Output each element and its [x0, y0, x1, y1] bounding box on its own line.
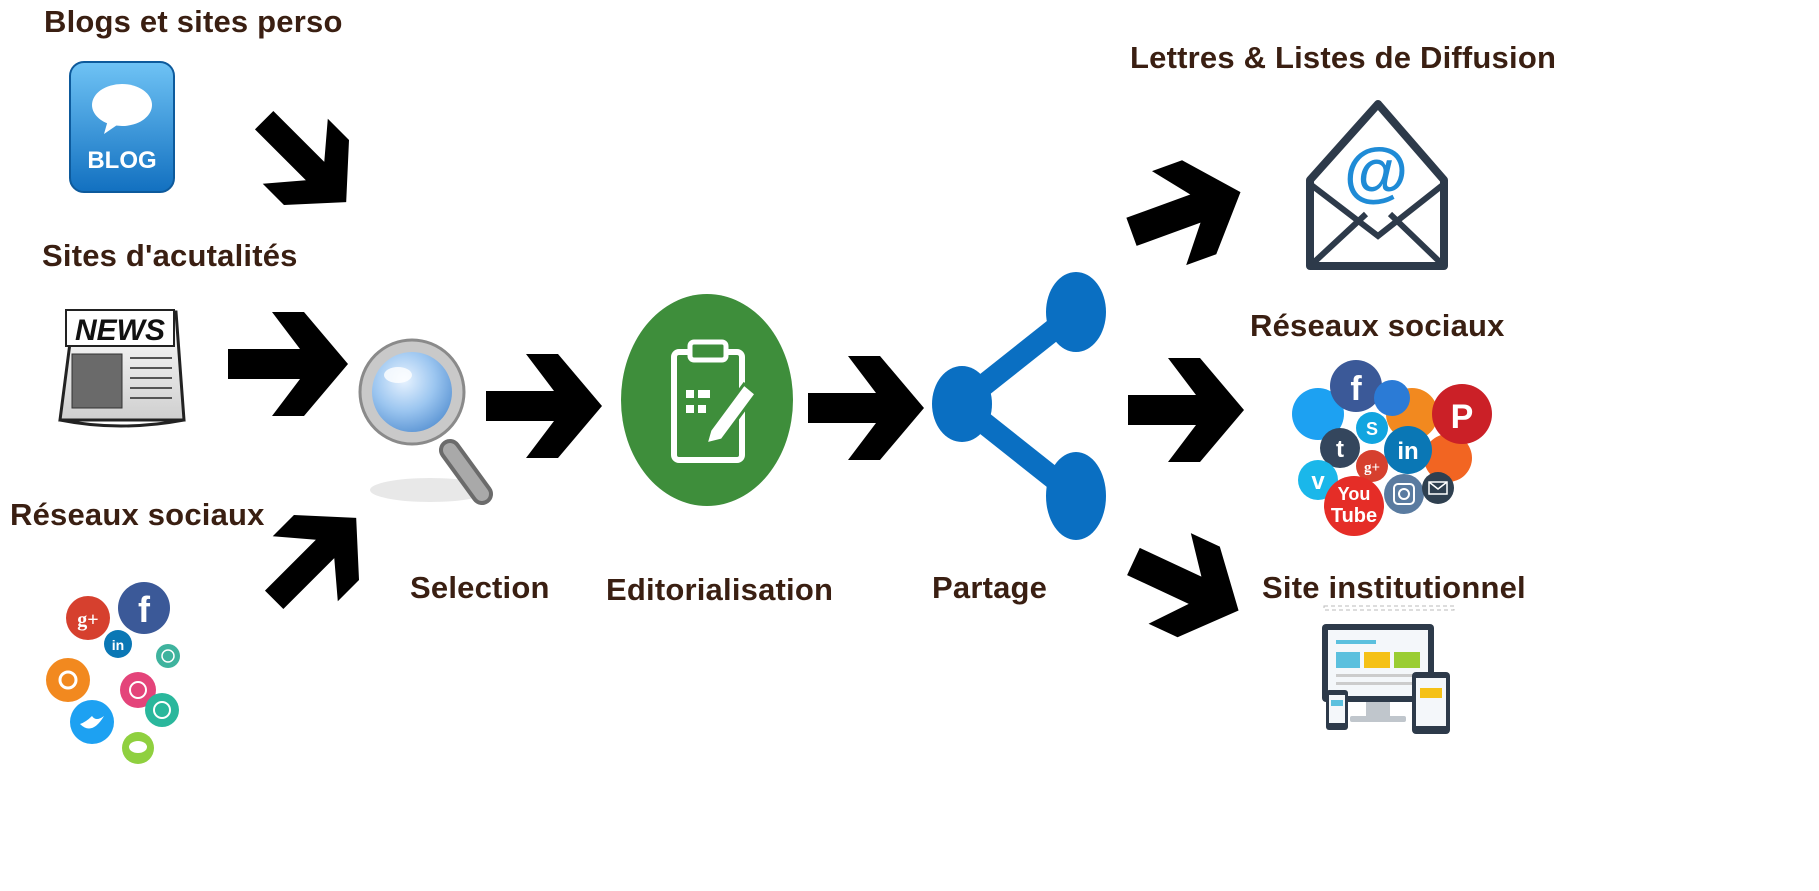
svg-text:f: f: [1350, 370, 1362, 408]
source-blogs-title: Blogs et sites perso: [44, 4, 343, 39]
output-social-title: Réseaux sociaux: [1250, 308, 1505, 343]
svg-text:v: v: [1311, 468, 1325, 495]
svg-text:f: f: [138, 589, 151, 630]
svg-text:t: t: [1336, 436, 1344, 463]
skype-icon: [1356, 412, 1388, 444]
mail-at-icon: @: [1306, 100, 1448, 270]
vimeo-icon: [1298, 460, 1338, 500]
blog-icon-text: BLOG: [87, 147, 156, 174]
dribbble-icon: [120, 672, 156, 708]
arrow-sharing-to-social: [1128, 358, 1244, 462]
blog-icon: BLOG: [69, 61, 175, 193]
youtube-icon: [1324, 476, 1384, 536]
google-plus-icon-right: [1356, 450, 1388, 482]
arrow-sharing-to-newsletters: [1126, 160, 1241, 266]
svg-text:Tube: Tube: [1331, 505, 1377, 527]
arrow-news-to-selection: [228, 312, 348, 416]
source-social-title: Réseaux sociaux: [10, 497, 265, 532]
output-site-title: Site institutionnel: [1262, 570, 1526, 605]
facebook-icon: [118, 582, 170, 634]
instagram-icon: [1384, 474, 1424, 514]
svg-text:@: @: [1344, 134, 1408, 208]
vimeo-orange-icon: [1424, 434, 1472, 482]
rss-icon: [46, 658, 90, 702]
social-icons-cluster-right: f P S t in g+ v You Tube: [1292, 360, 1492, 536]
myspace-icon: [1374, 380, 1410, 416]
pinterest-icon: [145, 693, 179, 727]
output-newsletters-title: Lettres & Listes de Diffusion: [1130, 40, 1557, 75]
google-plus-icon: [66, 596, 110, 640]
social-icons-cluster-left: f g+ in: [46, 582, 180, 764]
globe-icon: [156, 644, 180, 668]
linkedin-icon-right: [1384, 426, 1432, 474]
newspaper-icon-text: NEWS: [75, 314, 165, 347]
linkedin-icon: [104, 630, 132, 658]
svg-text:g+: g+: [1364, 460, 1380, 476]
clipboard-edit-icon: [621, 294, 793, 506]
arrow-editorial-to-sharing: [808, 356, 924, 460]
svg-text:in: in: [112, 637, 124, 653]
step-editorial-label: Editorialisation: [606, 572, 834, 607]
facebook-icon-right: [1330, 360, 1382, 412]
svg-text:You: You: [1338, 484, 1371, 504]
arrow-sharing-to-site: [1127, 533, 1239, 638]
arrow-blog-to-selection: [254, 110, 350, 206]
responsive-devices-icon: [1322, 605, 1455, 734]
svg-text:P: P: [1451, 398, 1474, 436]
arrow-social-to-selection: [264, 514, 360, 610]
email-icon-right: [1422, 472, 1454, 504]
svg-text:g+: g+: [77, 609, 98, 631]
newspaper-icon: NEWS: [58, 309, 186, 428]
step-selection-label: Selection: [410, 570, 550, 605]
svg-text:in: in: [1397, 438, 1418, 465]
svg-text:S: S: [1366, 419, 1378, 439]
tumblr-icon: [1320, 428, 1360, 468]
pinterest-icon-right: [1432, 384, 1492, 444]
arrow-selection-to-editorial: [486, 354, 602, 458]
share-icon: [932, 272, 1106, 540]
magnifier-icon: [358, 338, 493, 505]
twitter-icon-right: [1292, 388, 1344, 440]
step-sharing-label: Partage: [932, 570, 1048, 605]
source-news-title: Sites d'acutalités: [42, 238, 298, 273]
